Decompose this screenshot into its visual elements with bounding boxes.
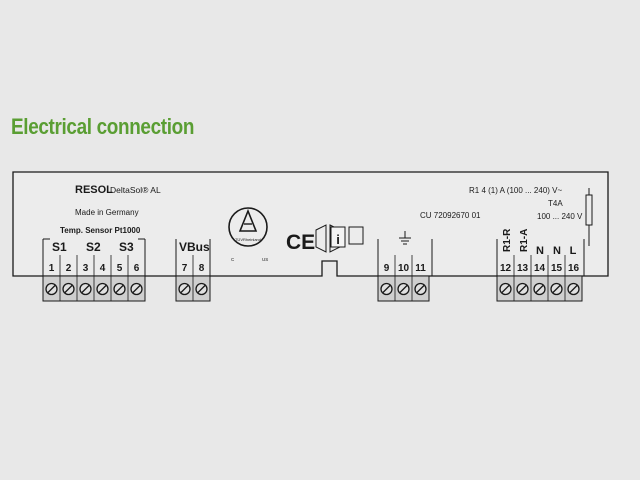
terminal-number: 7 [182, 263, 188, 274]
certification-text: TÜVRheinland [235, 237, 261, 242]
sensor-group-label: S1 [52, 240, 67, 254]
part-code: CU 72092670 01 [420, 211, 481, 220]
model-name: DeltaSol® AL [110, 185, 161, 195]
sensor-group-label: S3 [119, 240, 134, 254]
terminal-number: 3 [83, 263, 89, 274]
supply-rating: 100 ... 240 V [537, 212, 583, 221]
terminal-number: 16 [568, 263, 580, 274]
screw-slot [569, 285, 578, 293]
sensor-group-label: S2 [86, 240, 101, 254]
screw-slot [47, 285, 56, 293]
terminal-number: 11 [415, 263, 426, 274]
mains-label: N [553, 245, 561, 257]
terminal-number: 6 [134, 263, 140, 274]
group-brackets [42, 238, 585, 276]
terminal-number: 12 [500, 263, 512, 274]
certification-right-letters: US [262, 257, 268, 262]
terminal-number: 14 [534, 263, 546, 274]
terminal-number: 2 [66, 263, 72, 274]
relay-rating: R1 4 (1) A (100 ... 240) V~ [469, 186, 562, 195]
screw-slot [81, 285, 90, 293]
terminal-number: 5 [117, 263, 123, 274]
terminal-number: 1 [49, 263, 55, 274]
screw-slot [180, 285, 189, 293]
terminal-number: 8 [199, 263, 205, 274]
certification-left-letter: C [231, 257, 235, 262]
terminal-block-mains: 12 13 14 15 16 [496, 255, 583, 302]
fuse-icon [585, 188, 593, 246]
screw-slot [115, 285, 124, 293]
section-heading: Electrical connection [11, 114, 195, 139]
mains-label: R1-A [519, 229, 530, 252]
square-symbol-icon [348, 226, 364, 245]
vbus-label: VBus [179, 240, 210, 254]
origin-text: Made in Germany [75, 208, 139, 217]
terminal-number: 10 [398, 263, 410, 274]
triangle-icon [238, 208, 258, 232]
mains-label: R1-R [502, 228, 513, 252]
screw-slot [197, 285, 206, 293]
info-icon: i [330, 226, 346, 248]
terminal-number: 9 [384, 263, 390, 274]
screw-slot [132, 285, 141, 293]
fuse-label: T4A [548, 199, 563, 208]
screw-slot [552, 285, 561, 293]
earth-icon [399, 231, 411, 245]
screw-slot [98, 285, 107, 293]
sensor-note: Temp. Sensor Pt1000 [60, 226, 141, 235]
mains-label: L [570, 245, 577, 257]
screw-slot [382, 285, 391, 293]
info-symbol: i [336, 232, 340, 247]
certification-mark: TÜVRheinland C US [228, 207, 268, 262]
brand-logo: RESOL [75, 184, 113, 196]
screw-slot [416, 285, 425, 293]
screw-slot [535, 285, 544, 293]
screw-slot [399, 285, 408, 293]
screw-slot [518, 285, 527, 293]
ce-mark: CE [286, 231, 315, 254]
terminal-block-earth: 9 10 11 [377, 255, 430, 302]
screw-slot [64, 285, 73, 293]
terminal-number: 15 [551, 263, 563, 274]
mains-label: N [536, 245, 544, 257]
terminal-number: 4 [100, 263, 106, 274]
terminal-number: 13 [517, 263, 529, 274]
screw-slot [501, 285, 510, 293]
certification-circle [228, 207, 268, 247]
